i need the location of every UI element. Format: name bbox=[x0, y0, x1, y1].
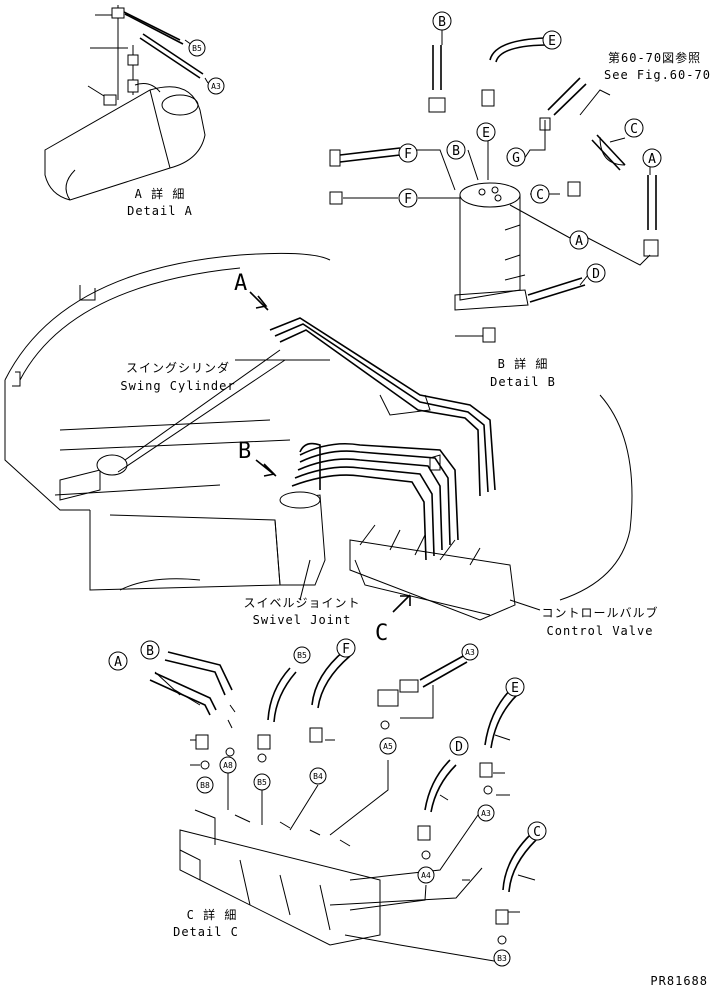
svg-text:B5: B5 bbox=[192, 44, 202, 53]
figure-reference-jp: 第60-70図参照 bbox=[608, 50, 701, 65]
callout-e-detailb-top: E bbox=[542, 30, 562, 50]
callout-e-detailb-mid: E bbox=[476, 122, 496, 142]
callout-a-detailb-body: A bbox=[569, 230, 589, 250]
callout-c-detailb-hose: C bbox=[624, 118, 644, 138]
svg-text:E: E bbox=[482, 126, 490, 141]
callout-b-detailb-top: B bbox=[432, 11, 452, 31]
svg-text:C: C bbox=[533, 825, 541, 840]
part-code: PR81688 bbox=[650, 974, 708, 988]
callout-b3-detailc: B3 bbox=[493, 949, 511, 967]
machine-overview bbox=[4, 252, 633, 621]
control-valve-leader bbox=[509, 599, 541, 611]
callout-c-detailb-body: C bbox=[530, 184, 550, 204]
svg-text:D: D bbox=[455, 740, 463, 755]
swivel-joint-leader bbox=[299, 559, 311, 601]
detail-c-drawing bbox=[149, 649, 537, 963]
swivel-joint-label-jp: スイベルジョイント bbox=[243, 596, 360, 610]
svg-text:F: F bbox=[404, 192, 412, 207]
svg-text:F: F bbox=[342, 642, 350, 657]
callout-b-detailb-mid: B bbox=[446, 140, 466, 160]
callout-a5-detailc: A5 bbox=[379, 737, 397, 755]
svg-text:B8: B8 bbox=[200, 781, 210, 790]
detail-b-title-jp: B 詳 細 bbox=[498, 356, 549, 371]
svg-text:G: G bbox=[512, 151, 520, 166]
callout-f-detailb-fitting: F bbox=[398, 188, 418, 208]
svg-text:B5: B5 bbox=[257, 778, 267, 787]
svg-text:A5: A5 bbox=[383, 742, 393, 751]
svg-text:A3: A3 bbox=[465, 648, 475, 657]
callout-d-detailc: D bbox=[449, 736, 469, 756]
svg-text:D: D bbox=[592, 267, 600, 282]
svg-text:A3: A3 bbox=[481, 809, 491, 818]
svg-text:E: E bbox=[511, 681, 519, 696]
svg-text:A: A bbox=[114, 655, 122, 670]
control-valve-label-en: Control Valve bbox=[547, 624, 654, 638]
detail-a-title-en: Detail A bbox=[127, 204, 193, 218]
callout-a3-detailc-lower: A3 bbox=[477, 804, 495, 822]
detail-a-drawing bbox=[44, 5, 209, 201]
callout-b5-detailc: B5 bbox=[293, 646, 311, 664]
control-valve-label-jp: コントロールバルブ bbox=[541, 605, 658, 620]
figure-reference-en: See Fig.60-70 bbox=[604, 68, 711, 82]
callout-a3-detailc-top: A3 bbox=[461, 643, 479, 661]
svg-text:A: A bbox=[575, 234, 583, 249]
svg-text:A: A bbox=[648, 152, 656, 167]
detail-c-title-en: Detail C bbox=[173, 925, 239, 939]
callout-b5-top: B5 bbox=[188, 39, 206, 57]
callout-a-detailb-hose: A bbox=[642, 148, 662, 168]
callout-b5-detailc-lower: B5 bbox=[253, 773, 271, 791]
svg-text:B: B bbox=[452, 144, 460, 159]
callout-a4-detailc: A4 bbox=[417, 866, 435, 884]
callout-a-detailc: A bbox=[108, 651, 128, 671]
detail-c-title-jp: C 詳 細 bbox=[187, 907, 238, 922]
swing-cylinder-label-en: Swing Cylinder bbox=[120, 379, 235, 393]
swing-cylinder-label-jp: スイングシリンダ bbox=[126, 360, 230, 375]
detail-a-title-jp: A 詳 細 bbox=[135, 186, 186, 201]
callout-f-detailc: F bbox=[336, 638, 356, 658]
svg-text:B4: B4 bbox=[313, 772, 323, 781]
callout-e-detailc: E bbox=[505, 677, 525, 697]
svg-text:B: B bbox=[438, 15, 446, 30]
callout-f-detailb-hose: F bbox=[398, 143, 418, 163]
svg-text:B: B bbox=[146, 644, 154, 659]
detail-b-drawing bbox=[329, 25, 659, 343]
detail-b-marker: B bbox=[238, 439, 251, 464]
svg-text:C: C bbox=[630, 122, 638, 137]
svg-text:B3: B3 bbox=[497, 954, 507, 963]
svg-text:F: F bbox=[404, 147, 412, 162]
swivel-joint-label-en: Swivel Joint bbox=[253, 613, 352, 627]
detail-b-arrow bbox=[255, 459, 277, 477]
svg-text:A8: A8 bbox=[223, 761, 233, 770]
svg-text:A3: A3 bbox=[211, 82, 221, 91]
detail-c-arrow bbox=[392, 594, 411, 613]
callout-b8-detailc: B8 bbox=[196, 776, 214, 794]
callout-a8-detailc: A8 bbox=[219, 756, 237, 774]
svg-text:A4: A4 bbox=[421, 871, 431, 880]
callout-d-detailb: D bbox=[586, 263, 606, 283]
detail-c-marker: C bbox=[375, 621, 388, 646]
callout-b-detailc: B bbox=[140, 640, 160, 660]
callout-c-detailc: C bbox=[527, 821, 547, 841]
svg-text:B5: B5 bbox=[297, 651, 307, 660]
callout-a3-top: A3 bbox=[207, 77, 225, 95]
svg-text:C: C bbox=[536, 188, 544, 203]
detail-b-title-en: Detail B bbox=[490, 375, 556, 389]
callout-b4-detailc: B4 bbox=[309, 767, 327, 785]
detail-a-marker: A bbox=[234, 271, 247, 296]
svg-text:E: E bbox=[548, 34, 556, 49]
callout-g-detailb: G bbox=[506, 147, 526, 167]
detail-a-arrow bbox=[249, 291, 269, 311]
